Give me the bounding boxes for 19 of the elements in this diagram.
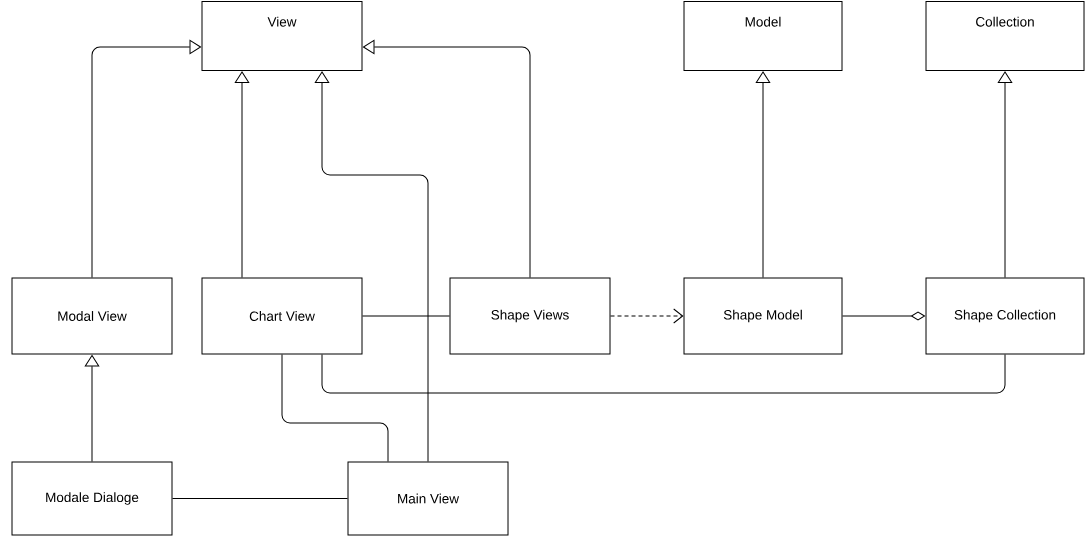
arrow: [842, 311, 926, 321]
class-box: Collection: [925, 1, 1085, 71]
class-box: Modale Dialoge: [11, 461, 173, 536]
arrow: [234, 71, 250, 278]
class-box: View: [201, 1, 363, 71]
class-box: Main View: [347, 461, 509, 536]
class-box: Modal View: [11, 277, 173, 355]
arrow: [997, 71, 1013, 278]
arrow: [755, 71, 771, 278]
arrow: [610, 308, 684, 324]
class-box: Shape Collection: [925, 277, 1085, 355]
class-box: Model: [683, 1, 843, 71]
arrow: [91, 39, 202, 278]
class-box: Chart View: [201, 277, 363, 355]
arrow: [84, 354, 100, 462]
arrow: [314, 71, 429, 462]
class-box: Shape Views: [449, 277, 611, 355]
class-box: Shape Model: [683, 277, 843, 355]
arrow: [362, 39, 531, 278]
